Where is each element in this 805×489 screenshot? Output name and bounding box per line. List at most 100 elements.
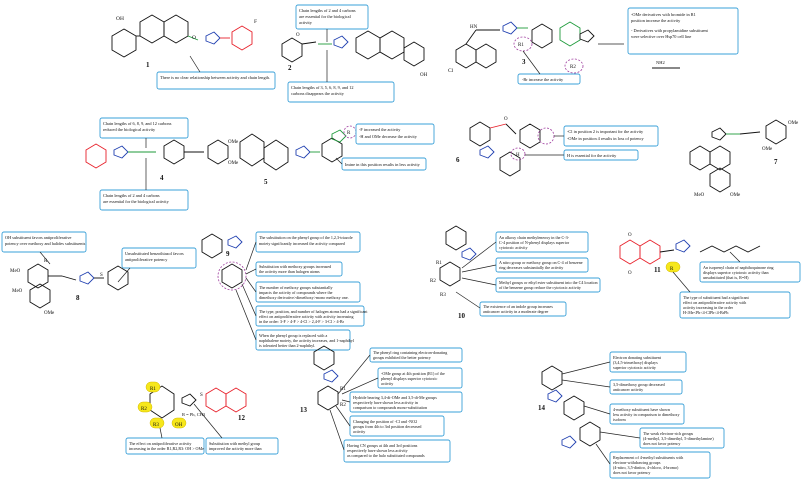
compound-6-h: H	[516, 153, 520, 158]
compound-5-bottom-arrow	[335, 157, 343, 165]
compound-12-r2-highlight	[137, 401, 153, 413]
compound-13-r2: R2	[340, 403, 346, 408]
compound-7-structure	[689, 119, 787, 193]
compound-7-label: 7	[774, 158, 778, 166]
compound-5-label: 5	[264, 178, 268, 186]
compound-9-note-c: The number of methoxy groups substantial…	[259, 285, 349, 300]
compound-14-note-c: 4-methoxy substituent have shown less ac…	[613, 407, 681, 422]
compound-13-label: 13	[300, 406, 308, 414]
compound-12-note-a: The effect on antiproliferative activity…	[129, 441, 204, 452]
compound-11-arrow-b	[672, 271, 691, 293]
compound-11-arrow-a	[729, 251, 741, 263]
compound-13-structure	[313, 345, 339, 411]
compound-8-label: 8	[76, 294, 80, 302]
compound-9-arrows	[235, 241, 257, 341]
compound-12-r1: R1	[150, 387, 156, 392]
compound-12-oh-highlight	[171, 417, 187, 429]
compound-14-box-e	[609, 451, 711, 479]
compound-11-o2: O	[628, 271, 632, 276]
compound-2-oh: OH	[420, 73, 428, 78]
compound-10-label: 10	[458, 312, 466, 320]
compound-10-note-d: The existence of an indole group increas…	[483, 304, 554, 314]
compound-4-bottom-box	[99, 189, 189, 211]
compound-7-ome-2: OMe	[762, 147, 773, 152]
compound-13-r1: R1	[340, 387, 346, 392]
compound-3-structure	[455, 21, 595, 74]
compound-3-hn: HN	[470, 25, 478, 30]
compound-6-o: O	[504, 117, 508, 122]
compound-9-note-a: The substitution on the phenyl group of …	[259, 235, 354, 246]
compound-10-arrows	[455, 241, 497, 309]
compound-14-note-a: Electron donating substituent (3,4,5-tri…	[613, 355, 662, 370]
compound-11-box-b	[679, 291, 791, 319]
compound-4-top-box	[99, 117, 189, 139]
compound-9-note-e: When the phenyl group is replaced with a…	[259, 333, 355, 348]
compound-5-r: R	[347, 131, 351, 136]
compound-8-s: S	[100, 273, 103, 278]
compound-10-note-a: An alkoxy chain methyleneoxy in the C-3-…	[499, 235, 570, 250]
compound-10-box-d	[479, 301, 567, 317]
compound-6-bottom-note: H is essential for the activity	[567, 153, 617, 158]
compound-13-note-e: Having CN groups at 4th and 3rd position…	[347, 443, 425, 458]
compound-3-nh2: NH2	[656, 60, 665, 65]
compound-3-r2: R2	[570, 65, 576, 70]
compound-1-structure	[111, 14, 253, 58]
compound-11-structure	[619, 239, 761, 265]
compound-4-label: 4	[160, 174, 164, 182]
compound-11-r: R	[670, 267, 674, 272]
compound-6-top-note: -Cl in position 2 is important for the a…	[567, 129, 644, 141]
compound-3-right-note: -OMe derivatives with bromide in R1 posi…	[631, 12, 709, 39]
compound-2-structure	[281, 30, 425, 67]
compound-3-br-note: -Br increase the activity	[522, 77, 564, 82]
compound-1-arrow	[189, 55, 201, 73]
compound-3-r1: R1	[518, 43, 524, 48]
compound-10-note-c: Methyl groups or ethyl ester substituent…	[499, 280, 599, 290]
compound-12-rph: R = Ph, CH3	[182, 412, 206, 418]
compound-5-bottom-note: Imine in this position results in less a…	[345, 162, 421, 167]
compound-12-s: S	[200, 393, 203, 398]
compound-4-ome-2: OMe	[228, 161, 239, 166]
compound-14-arrows	[561, 361, 641, 465]
compound-7-ome-3: OMe	[730, 193, 741, 198]
compound-11-o1: O	[628, 233, 632, 238]
compound-5-top-note: -F increased the activity -H and OMe dec…	[359, 127, 418, 139]
compound-1-o: O	[192, 35, 196, 41]
compound-3-cl: Cl	[448, 68, 454, 74]
compound-8-structure	[27, 263, 129, 309]
compound-11-note-b: The type of substituent had a significan…	[683, 295, 750, 315]
compound-10-r2: R2	[430, 279, 436, 284]
compound-10-structure	[439, 225, 477, 287]
compound-2-top-note: Chain lengths of 2 and 4 carbons are ess…	[299, 8, 357, 25]
compound-8-ome: OMe	[44, 311, 55, 316]
compound-12-note-b: Substitution with methyl group improved …	[209, 441, 262, 451]
compound-1-f: F	[254, 19, 257, 25]
compound-3-label: 3	[522, 58, 526, 66]
compound-1-note-box	[156, 71, 276, 90]
compound-4-bottom-note: Chain lengths of 2 and 4 carbons are ess…	[103, 193, 170, 204]
compound-6-structure	[469, 121, 555, 177]
compound-12-box-b	[205, 437, 279, 455]
compound-2-bottom-note: Chain lengths of 3, 5, 6, 8, 9, and 12 c…	[291, 85, 355, 96]
compound-13-note-b: -OMe group at 4th position (R1) of the p…	[381, 371, 446, 386]
compound-14-structure	[541, 365, 601, 449]
compound-7-ome-1: OMe	[788, 121, 799, 126]
compound-5-structure	[239, 125, 357, 171]
compound-8-right-note: Unsubstituted benzothiazol favors antipr…	[125, 251, 185, 262]
compound-8-meo: MeO	[10, 269, 21, 274]
compound-12-r3-highlight	[149, 417, 165, 429]
compound-3-br-box	[517, 73, 581, 85]
compound-2-bottom-box	[287, 81, 395, 103]
compound-8-left-box	[1, 231, 87, 253]
compound-8-right-box	[121, 247, 197, 269]
compound-12-box-a	[125, 437, 205, 455]
compound-2-top-box	[295, 4, 369, 30]
compound-11-note-a: An isoprenyl chain of naphthoquinone rin…	[703, 265, 775, 281]
compound-4-top-note: Chain lengths of 6, 8, 9, and 12 carbons…	[103, 121, 172, 132]
compound-13-note-a: The phenyl ring containing electron-dona…	[373, 350, 448, 360]
compound-9-label: 9	[226, 250, 230, 258]
compound-2-label: 2	[288, 64, 292, 72]
compound-13-note-c: Hydride bearing 3,4-di-OMe and 3,5-di-Me…	[353, 395, 438, 410]
compound-8-right-arrow	[117, 267, 131, 283]
compound-1-oh: OH	[116, 16, 124, 22]
